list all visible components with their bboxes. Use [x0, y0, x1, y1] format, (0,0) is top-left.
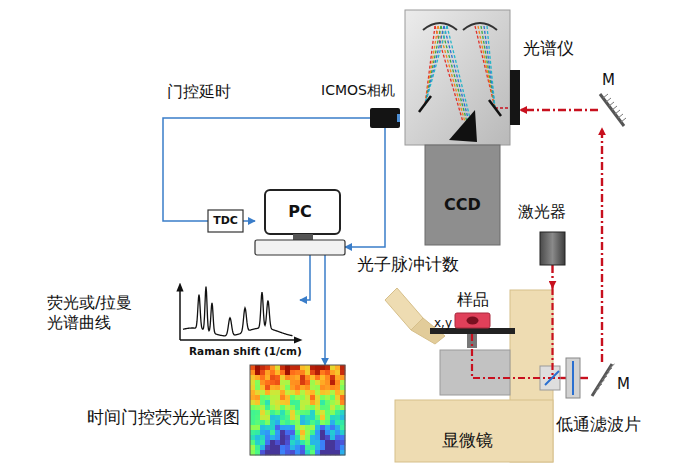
lowpass-filter-figure	[566, 358, 580, 398]
node-label: 低通滤波片	[556, 414, 641, 434]
axis-label: Raman shift (1/cm)	[189, 345, 302, 358]
sample: 样品	[455, 313, 490, 328]
spectrometer-figure	[405, 10, 520, 145]
signal-line	[243, 220, 255, 222]
fluorescence-map-figure	[250, 365, 345, 455]
signal-line	[300, 255, 310, 300]
node-label: 显微镜	[442, 430, 493, 450]
laser: 激光器	[540, 232, 565, 265]
microscope: 样品显微镜	[385, 288, 560, 462]
node-label: M	[602, 71, 615, 89]
icmos-camera-figure	[370, 108, 400, 128]
spectrum-chart-figure	[175, 285, 300, 342]
light-path	[601, 128, 603, 362]
signal-line	[345, 128, 385, 247]
light-path	[520, 109, 598, 111]
mirror: M	[590, 362, 614, 398]
fluorescence-map: 时间门控荧光光谱图	[250, 365, 345, 455]
mirror: M	[598, 92, 626, 128]
node-label: 激光器	[518, 202, 566, 221]
light-path	[580, 377, 590, 379]
node-label: 样品	[457, 290, 489, 309]
node-label: M	[617, 375, 630, 393]
light-path	[551, 265, 553, 288]
pc-computer: PC	[255, 190, 345, 255]
node-label: 光谱仪	[523, 38, 574, 58]
node-label: ICMOS相机	[295, 82, 395, 99]
light-path	[560, 377, 566, 379]
node-label: TDC	[213, 214, 238, 227]
ccd-detector: CCD	[425, 145, 500, 245]
node-label: 荧光或/拉曼光谱曲线	[47, 293, 139, 333]
mirror-figure	[590, 362, 614, 398]
spectrum-chart: 荧光或/拉曼光谱曲线Raman shift (1/cm)	[175, 285, 300, 342]
mirror-figure	[598, 92, 626, 128]
lowpass-filter: 低通滤波片	[566, 358, 580, 398]
node-label: CCD	[444, 195, 481, 214]
icmos-camera: ICMOS相机	[370, 108, 400, 128]
tdc-box: TDC	[208, 210, 243, 232]
axis-coordinate-label: x,y	[434, 316, 452, 330]
pc-computer-figure	[255, 190, 345, 255]
signal-line	[324, 255, 326, 365]
laser-figure	[540, 232, 565, 265]
edge-label: 光子脉冲计数	[355, 254, 461, 274]
sample-figure	[455, 313, 490, 328]
node-label: PC	[288, 202, 311, 221]
node-label: 时间门控荧光光谱图	[18, 407, 240, 427]
edge-label: 门控延时	[165, 82, 233, 101]
spectrometer: 光谱仪	[405, 10, 520, 145]
